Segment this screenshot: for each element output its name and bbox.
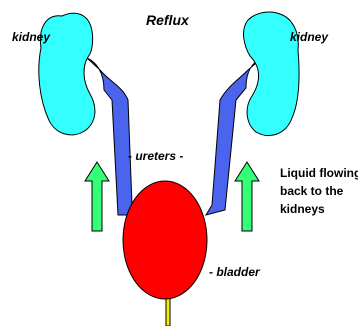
- ureters-label: - ureters -: [128, 149, 183, 163]
- ureter-right: [206, 58, 262, 215]
- urethra: [166, 298, 170, 326]
- reflux-note-line-1: Liquid flowing: [280, 166, 358, 180]
- diagram-title: Reflux: [146, 12, 190, 28]
- kidney-left-label: kidney: [12, 30, 51, 44]
- bladder: [123, 181, 207, 299]
- reflux-note-line-3: kidneys: [280, 202, 325, 216]
- bladder-label: - bladder: [209, 265, 261, 279]
- reflux-arrow-right: [235, 162, 259, 231]
- reflux-note-line-2: back to the: [280, 184, 344, 198]
- reflux-arrow-left: [85, 162, 109, 231]
- kidney-right-label: kidney: [290, 30, 329, 44]
